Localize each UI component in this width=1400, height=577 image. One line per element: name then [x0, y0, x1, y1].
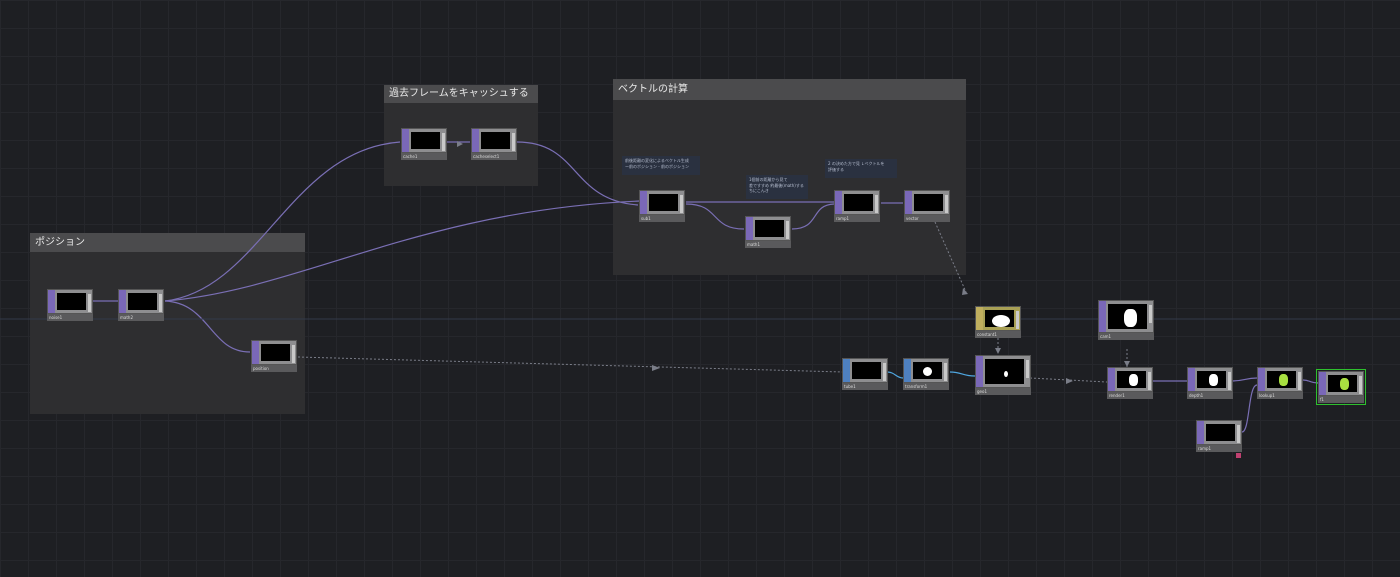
null-preview	[1328, 375, 1357, 392]
node-depth1[interactable]: depth1	[1187, 367, 1233, 399]
group-position[interactable]: ポジション	[30, 233, 305, 414]
node-ramp2-label: ramp1	[1196, 445, 1242, 452]
node-null1-body[interactable]	[1318, 371, 1364, 396]
math-preview	[128, 293, 157, 310]
ramp-preview	[844, 194, 873, 211]
node-transform1-body[interactable]	[903, 358, 949, 383]
tube-preview	[852, 362, 881, 379]
node-render1[interactable]: render1	[1107, 367, 1153, 399]
node-ramp1[interactable]: ramp1	[834, 190, 880, 222]
node-cache1-label: cache1	[401, 153, 447, 160]
node-geo1-label: geo1	[975, 388, 1031, 395]
node-transform1[interactable]: transform1	[903, 358, 949, 390]
node-ramp1-body[interactable]	[834, 190, 880, 215]
node-transform1-label: transform1	[903, 383, 949, 390]
node-render1-body[interactable]	[1107, 367, 1153, 392]
node-tube1[interactable]: tube1	[842, 358, 888, 390]
node-sub1-label: sub1	[639, 215, 685, 222]
node-cache1[interactable]: cache1	[401, 128, 447, 160]
node-cacheselect1-body[interactable]	[471, 128, 517, 153]
node-math1[interactable]: math1	[745, 216, 791, 248]
node-math2-body[interactable]	[118, 289, 164, 314]
node-position-label: position	[251, 365, 297, 372]
node-vector-label: vector	[904, 215, 950, 222]
node-math1-body[interactable]	[745, 216, 791, 241]
node-position-body[interactable]	[251, 340, 297, 365]
node-ramp2-body[interactable]	[1196, 420, 1242, 445]
group-vector-title: ベクトルの計算	[613, 79, 966, 100]
position-preview	[261, 344, 290, 361]
noise-preview	[57, 293, 86, 310]
node-null1-label: f1	[1318, 396, 1364, 403]
group-cache-title: 過去フレームをキャッシュする	[384, 85, 538, 103]
node-cacheselect1[interactable]: cacheselect1	[471, 128, 517, 160]
node-vector[interactable]: vector	[904, 190, 950, 222]
vector-preview	[914, 194, 943, 211]
group-position-title: ポジション	[30, 233, 305, 252]
node-geo1-body[interactable]	[975, 355, 1031, 388]
depth-preview	[1197, 371, 1226, 388]
annotation-note-1[interactable]: 前後距離の変化によるベクトル生成 ー前のポジション - 前のポジション	[622, 156, 700, 175]
cam-preview	[1108, 304, 1147, 329]
node-tube1-body[interactable]	[842, 358, 888, 383]
node-lookup1[interactable]: lookup1	[1257, 367, 1303, 399]
node-math2[interactable]: math2	[118, 289, 164, 321]
node-position[interactable]: position	[251, 340, 297, 372]
node-constant1[interactable]: constant1	[975, 306, 1021, 338]
node-cam1[interactable]: cam1	[1098, 300, 1154, 340]
node-ramp2-flag[interactable]	[1236, 453, 1241, 458]
node-tube1-label: tube1	[842, 383, 888, 390]
node-geo1[interactable]: geo1	[975, 355, 1031, 395]
node-cacheselect1-label: cacheselect1	[471, 153, 517, 160]
node-lookup1-body[interactable]	[1257, 367, 1303, 392]
node-cache1-body[interactable]	[401, 128, 447, 153]
node-ramp1-label: ramp1	[834, 215, 880, 222]
geo-preview	[985, 359, 1024, 384]
node-noise1-label: noise1	[47, 314, 93, 321]
math1-preview	[755, 220, 784, 237]
node-constant1-label: constant1	[975, 331, 1021, 338]
node-depth1-body[interactable]	[1187, 367, 1233, 392]
node-null1[interactable]: f1	[1316, 369, 1366, 405]
node-sub1-body[interactable]	[639, 190, 685, 215]
lookup-preview	[1267, 371, 1296, 388]
cache-preview	[411, 132, 440, 149]
node-depth1-label: depth1	[1187, 392, 1233, 399]
node-cam1-body[interactable]	[1098, 300, 1154, 333]
cacheselect-preview	[481, 132, 510, 149]
annotation-note-2[interactable]: 1個前の距離から見て 差ですすめ 約最後(math)する ちにこんき	[746, 175, 808, 199]
transform-preview	[913, 362, 942, 379]
node-cam1-label: cam1	[1098, 333, 1154, 340]
node-math1-label: math1	[745, 241, 791, 248]
node-noise1-body[interactable]	[47, 289, 93, 314]
sub-preview	[649, 194, 678, 211]
node-math2-label: math2	[118, 314, 164, 321]
node-noise1[interactable]: noise1	[47, 289, 93, 321]
node-lookup1-label: lookup1	[1257, 392, 1303, 399]
node-ramp2[interactable]: ramp1	[1196, 420, 1242, 452]
render-preview	[1117, 371, 1146, 388]
node-render1-label: render1	[1107, 392, 1153, 399]
node-constant1-body[interactable]	[975, 306, 1021, 331]
node-vector-body[interactable]	[904, 190, 950, 215]
node-sub1[interactable]: sub1	[639, 190, 685, 222]
annotation-note-3[interactable]: 2 の決めた方で見 ↓ベクトルを 評価する	[825, 159, 897, 178]
constant-preview	[985, 310, 1014, 327]
ramp2-preview	[1206, 424, 1235, 441]
